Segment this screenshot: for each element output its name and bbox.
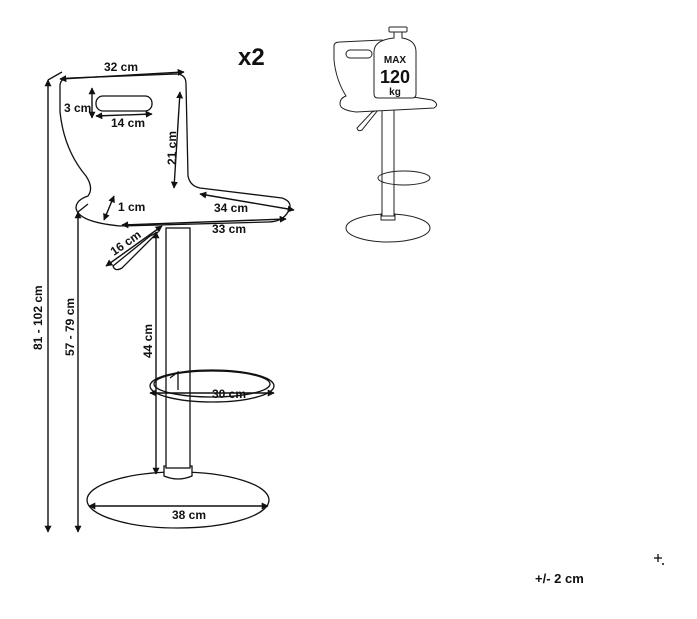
label-back-height: 21 cm: [165, 131, 179, 165]
label-seat-depth-bottom: 33 cm: [212, 222, 246, 236]
tolerance-label: +/- 2 cm: [535, 571, 584, 586]
max-load-line3: kg: [389, 87, 401, 98]
weight-cap: [388, 26, 408, 33]
dim-line-seat-depth-bottom: [121, 215, 287, 229]
label-handle-height: 3 cm: [64, 101, 91, 115]
label-seat-depth-top: 34 cm: [214, 201, 248, 215]
dim-line-handle-width: [95, 110, 153, 120]
max-load-line1: MAX: [384, 55, 407, 66]
label-total-height: 81 - 102 cm: [31, 285, 45, 350]
total-height-guide: [47, 71, 63, 81]
label-seat-back-width: 32 cm: [104, 60, 138, 74]
dim-line-seat-thickness: [103, 195, 115, 221]
mini-footrest: [377, 170, 431, 186]
mini-stool-column: [381, 109, 395, 217]
quantity-label: x2: [238, 44, 265, 71]
column-collar: [163, 465, 193, 480]
dimension-labels: 32 cm 3 cm 14 cm 21 cm 1 cm 34 cm 33 cm …: [31, 60, 248, 522]
footrest-ring: [149, 369, 275, 403]
mini-handle-slot: [345, 49, 373, 59]
dim-line-seat-back-width: [59, 68, 185, 83]
seat-height-guide: [77, 203, 89, 213]
weight-icon: [373, 29, 417, 99]
load-capacity-illustration: MAX 120 kg: [333, 26, 438, 243]
dimension-lines: [44, 68, 295, 533]
label-seat-thickness: 1 cm: [118, 200, 145, 214]
label-handle-width: 14 cm: [111, 116, 145, 130]
max-load-line2: 120: [380, 67, 410, 87]
plus-icon: [654, 554, 664, 565]
stool-column: [165, 227, 191, 469]
mini-stool-lever: [356, 108, 380, 132]
dim-line-seat-depth-top: [199, 191, 295, 213]
footrest-bracket: [169, 370, 179, 390]
label-column-height: 44 cm: [141, 324, 155, 358]
handle-slot: [95, 95, 153, 112]
label-seat-height: 57 - 79 cm: [63, 298, 77, 356]
dim-line-back-height: [170, 91, 184, 189]
label-base-diameter: 38 cm: [172, 508, 206, 522]
label-footrest-diameter: 30 cm: [212, 387, 246, 401]
